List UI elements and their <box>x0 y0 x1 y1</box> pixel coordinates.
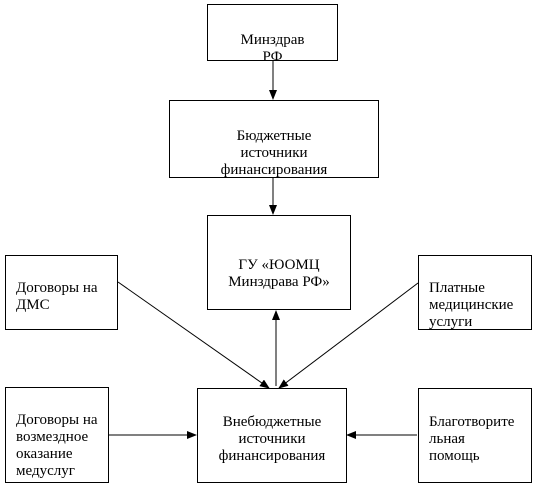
center-org-label: ГУ «ЮОМЦ Минздрава РФ» <box>228 257 330 290</box>
paid-services-label: Платные медицинские услуги <box>429 280 514 330</box>
minzdrav-box: Минздрав РФ <box>207 4 338 65</box>
arrow-paid-to-extrabudget <box>278 282 419 389</box>
arrow-dms-to-extrabudget <box>117 281 270 389</box>
extrabudget-sources-box: Внебюджетные источники финансирования <box>197 388 347 483</box>
extrabudget-sources-label: Внебюджетные источники финансирования <box>218 414 326 464</box>
minzdrav-label: Минздрав РФ <box>240 32 305 65</box>
charity-box: Благотворите льная помощь <box>418 388 532 483</box>
charity-label: Благотворите льная помощь <box>429 414 515 464</box>
budget-sources-label: Бюджетные источники финансирования <box>220 128 328 178</box>
budget-sources-box: Бюджетные источники финансирования <box>169 100 379 178</box>
dms-contracts-label: Договоры на ДМС <box>16 280 98 313</box>
center-org-box: ГУ «ЮОМЦ Минздрава РФ» <box>207 215 351 310</box>
reimbursable-contracts-label: Договоры на возмездное оказание медуслуг <box>16 412 98 479</box>
reimbursable-contracts-box: Договоры на возмездное оказание медуслуг <box>5 387 109 483</box>
dms-contracts-box: Договоры на ДМС <box>5 255 118 330</box>
paid-services-box: Платные медицинские услуги <box>418 255 532 330</box>
